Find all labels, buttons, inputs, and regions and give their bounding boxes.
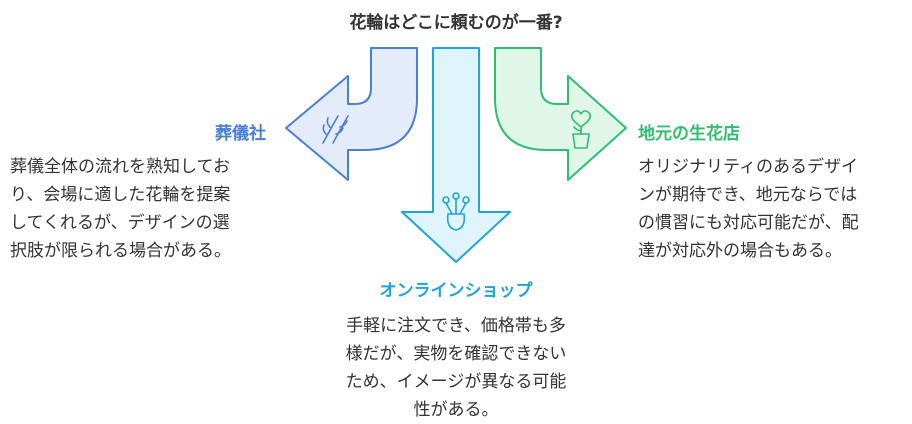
description-line: の慣習にも対応可能だが、配 — [638, 213, 859, 233]
description-line: 葬儀全体の流れを熟知してお — [10, 157, 230, 177]
description-line: オリジナリティのあるデザイ — [638, 157, 858, 177]
diagram-title: 花輪はどこに頼むのが一番? — [349, 13, 563, 33]
potted-flower-icon — [570, 110, 592, 149]
description-line: 達が対応外の場合もある。 — [638, 241, 842, 261]
local-florist-heading: 地元の生花店 — [638, 124, 740, 144]
description-line: してくれるが、デザインの選 — [10, 213, 230, 233]
center-arrow — [401, 47, 511, 263]
description-line: 手軽に注文でき、価格帯も多 — [346, 316, 566, 336]
description-line: 様だが、実物を確認できない — [345, 344, 567, 364]
online-shop-heading: オンラインショップ — [379, 281, 533, 301]
description-line: ンが期待でき、地元ならでは — [638, 185, 858, 205]
right-arrow — [494, 47, 627, 181]
flower-bouquet-icon — [442, 192, 470, 231]
funeral-home-description: 葬儀全体の流れを熟知してお り、会場に適した花輪を提案 してくれるが、デザインの… — [10, 153, 231, 265]
description-line: り、会場に適した花輪を提案 — [10, 185, 231, 205]
description-line: ため、イメージが異なる可能 — [345, 372, 567, 392]
local-florist-description: オリジナリティのあるデザイ ンが期待でき、地元ならでは の慣習にも対応可能だが、… — [638, 153, 859, 265]
left-arrow — [285, 47, 418, 181]
online-shop-description: 手軽に注文でき、価格帯も多 様だが、実物を確認できない ため、イメージが異なる可… — [0, 312, 912, 424]
wheat-icon — [322, 115, 349, 144]
description-line: 性がある。 — [413, 400, 499, 420]
description-line: 択肢が限られる場合がある。 — [10, 241, 231, 261]
funeral-home-heading: 葬儀社 — [215, 124, 266, 144]
